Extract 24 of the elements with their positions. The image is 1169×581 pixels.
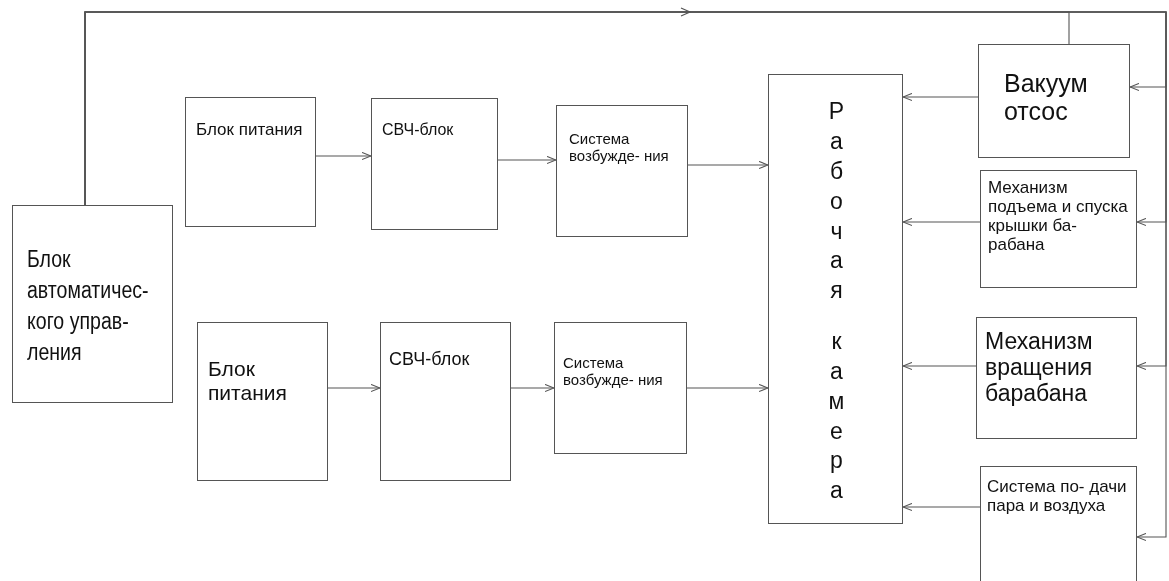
box-label: Блок автоматичес- кого управ- ления — [27, 245, 150, 368]
process-box — [197, 322, 328, 481]
box-label: Рабочая камера — [827, 97, 846, 506]
process-box — [980, 170, 1137, 288]
process-box — [976, 317, 1137, 439]
process-box — [185, 97, 316, 227]
process-box — [554, 322, 687, 454]
box-label: Блок питания — [208, 357, 288, 405]
process-box — [556, 105, 688, 237]
process-box — [12, 205, 173, 403]
box-label: СВЧ-блок — [389, 349, 471, 370]
process-box — [978, 44, 1130, 158]
box-label: Блок питания — [196, 120, 304, 140]
box-label: СВЧ-блок — [382, 121, 455, 139]
process-box — [380, 322, 511, 481]
box-label: Механизм подъема и спуска крышки ба- рабана — [988, 178, 1129, 255]
process-box — [768, 74, 903, 524]
process-box — [371, 98, 498, 230]
box-label: Механизм вращения барабана — [985, 329, 1094, 407]
box-label: Вакуум отсос — [1004, 69, 1089, 125]
box-label: Система возбужде- ния — [563, 355, 664, 389]
process-box — [980, 466, 1137, 581]
box-label: Система возбужде- ния — [569, 131, 670, 165]
box-label: Система по- дачи пара и воздуха — [987, 477, 1128, 516]
